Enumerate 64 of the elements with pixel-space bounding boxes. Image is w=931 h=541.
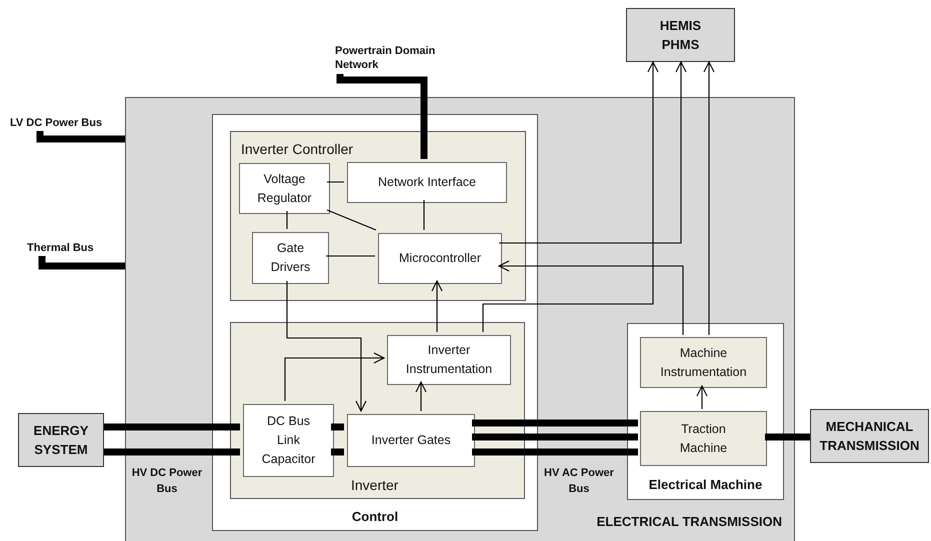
arrow [499, 61, 687, 244]
bus-label: Powertrain Domain Network [335, 44, 447, 73]
bus-line [331, 424, 344, 430]
connector-line [326, 255, 375, 257]
box-label: Inverter Gates [371, 432, 451, 450]
box-label: HEMIS PHMS [658, 16, 702, 54]
component-box [640, 337, 767, 388]
bus-line [336, 74, 428, 159]
arrow [482, 61, 659, 332]
arrow [696, 385, 708, 409]
component-box [243, 404, 334, 477]
bus-label: LV DC Power Bus [10, 116, 116, 130]
group-frame [230, 322, 525, 499]
bus-line [472, 448, 638, 456]
arrow [286, 281, 367, 412]
group-title: ELECTRICAL TRANSMISSION [596, 514, 782, 529]
arrow [431, 280, 443, 332]
bus-label: Thermal Bus [27, 241, 107, 256]
group-frame [230, 131, 526, 301]
box-label: Microcontroller [399, 250, 481, 268]
component-box [378, 233, 502, 284]
bus-line [38, 256, 125, 270]
component-box [239, 163, 330, 214]
bus-line [472, 420, 638, 426]
group-frame [212, 114, 538, 531]
component-box [640, 411, 767, 466]
bus-line [472, 434, 638, 440]
bus-line [104, 448, 240, 456]
group-title: Inverter Controller [241, 141, 354, 157]
connector-line [286, 211, 288, 229]
box-label: Machine Instrumentation [659, 344, 748, 380]
box-label: ENERGY SYSTEM [32, 422, 90, 459]
external-system-box [626, 8, 735, 62]
bus-line [104, 424, 240, 430]
group-frame [125, 97, 795, 541]
bus-label: HV AC Power Bus [543, 466, 615, 497]
box-label: Inverter Instrumentation [404, 342, 494, 378]
bus-label: HV DC Power Bus [130, 466, 204, 497]
box-label: Voltage Regulator [256, 170, 313, 207]
connector-line [326, 210, 376, 230]
box-label: MECHANICAL TRANSMISSION [818, 418, 920, 455]
group-title: Inverter [351, 477, 398, 493]
group-title: Electrical Machine [648, 477, 764, 492]
connector-line [423, 200, 425, 230]
component-box [252, 232, 329, 284]
component-box [347, 414, 475, 467]
box-label: DC Bus Link Capacitor [260, 413, 316, 468]
group-title: Control [350, 509, 400, 524]
arrow [284, 352, 385, 401]
bus-line [331, 448, 344, 456]
arrow [498, 260, 684, 335]
component-box [387, 335, 511, 385]
external-system-box [810, 409, 929, 463]
box-label: Network Interface [378, 174, 476, 192]
connector-line [327, 181, 344, 183]
box-label: Traction Machine [678, 420, 728, 456]
box-label: Gate Drivers [270, 240, 312, 276]
component-box [347, 162, 507, 203]
arrow [703, 61, 715, 335]
group-frame [627, 323, 784, 500]
bus-line [765, 434, 810, 440]
arrow [415, 381, 427, 411]
bus-line [36, 131, 125, 142]
external-system-box [18, 413, 104, 467]
